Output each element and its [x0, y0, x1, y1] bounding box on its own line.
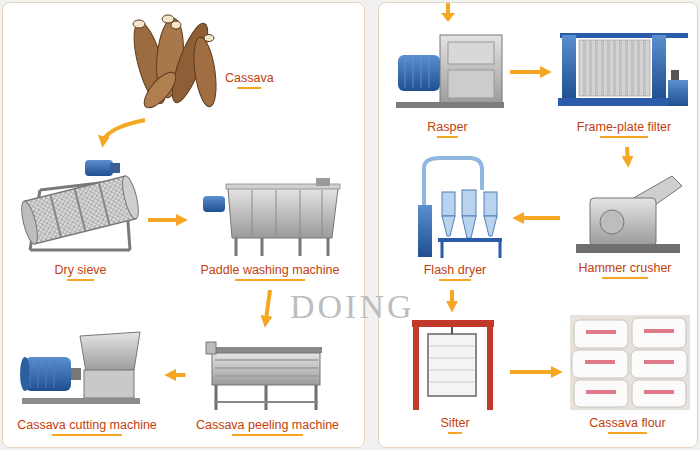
- frame-plate-filter: [558, 33, 688, 106]
- flash-dryer: [418, 158, 502, 258]
- cassava-peeling-machine: [206, 342, 322, 410]
- sifter: [412, 320, 494, 410]
- machine-node: Hammer crusher: [565, 170, 685, 283]
- machine-label: Frame-plate filter: [577, 120, 671, 138]
- machine-label: Cassava flour: [589, 416, 665, 434]
- machine-node: Sifter: [405, 315, 505, 438]
- machine-node: Flash dryer: [400, 150, 510, 285]
- flow-arrow: [266, 290, 271, 323]
- flow-arrow: [169, 373, 186, 377]
- flow-arrow: [450, 290, 454, 308]
- flow-arrow: [510, 370, 558, 374]
- machine-node: Cassava cutting machine: [12, 318, 162, 440]
- flow-arrow: [103, 120, 145, 143]
- machine-label: Hammer crusher: [578, 261, 671, 279]
- flow-arrow: [517, 216, 560, 220]
- machine-label: Sifter: [440, 416, 469, 434]
- machine-label: Cassava: [225, 71, 274, 89]
- rasper: [396, 35, 504, 108]
- machine-label: Paddle washing machine: [201, 263, 340, 281]
- machine-node: Rasper: [390, 25, 505, 142]
- flow-arrow: [510, 70, 547, 74]
- watermark: DOING: [290, 288, 415, 326]
- machine-label: Dry sieve: [54, 263, 106, 281]
- machine-node: Cassava peeling machine: [191, 330, 345, 440]
- cassava-roots: [128, 15, 220, 113]
- machine-label: Flash dryer: [424, 263, 487, 281]
- machine-label: Rasper: [427, 120, 467, 138]
- flow-arrow: [627, 147, 628, 163]
- incoming-arrow: [441, 3, 455, 22]
- machine-node: Cassava flour: [565, 310, 690, 438]
- machine-node: Frame-plate filter: [554, 20, 694, 142]
- cassava-cutting-machine: [20, 332, 140, 404]
- hammer-crusher: [576, 176, 682, 253]
- machine-label: Cassava peeling machine: [196, 418, 339, 436]
- machine-node: Cassava: [125, 15, 300, 115]
- flow-arrow: [148, 218, 183, 222]
- machine-node: Dry sieve: [18, 150, 143, 285]
- paddle-washing-machine: [203, 178, 340, 256]
- flour-bags: [570, 315, 690, 410]
- dry-sieve: [18, 160, 141, 250]
- machine-node: Paddle washing machine: [190, 165, 350, 285]
- machine-label: Cassava cutting machine: [17, 418, 157, 436]
